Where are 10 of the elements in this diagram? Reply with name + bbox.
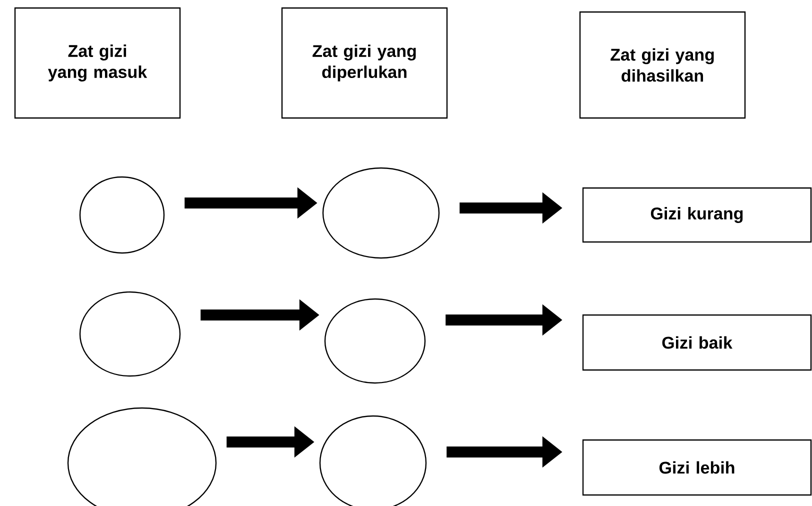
oval (324, 298, 426, 384)
text-box: Zat gizi yang masuk (14, 7, 181, 119)
text-box: Zat gizi yang diperlukan (281, 7, 448, 119)
oval (79, 176, 165, 254)
oval (79, 291, 181, 377)
text-box: Zat gizi yang dihasilkan (579, 11, 746, 119)
oval (322, 167, 440, 259)
text-box: Gizi lebih (582, 439, 812, 496)
text-box: Gizi kurang (582, 187, 812, 243)
text-box: Gizi baik (582, 314, 812, 371)
